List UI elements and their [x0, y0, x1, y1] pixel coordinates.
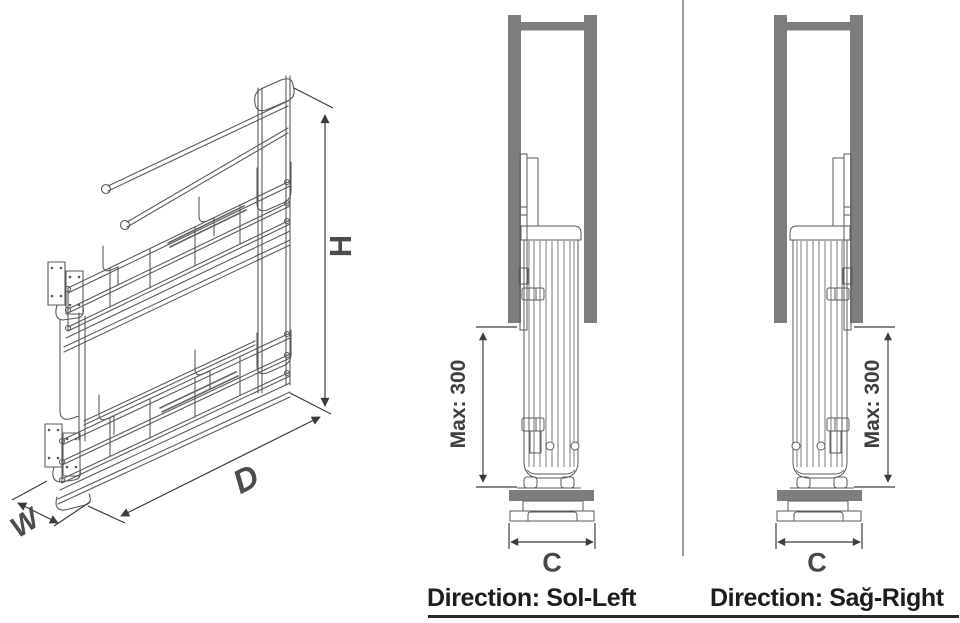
pullout-unit-wireframe — [44, 75, 295, 511]
iso-dimension-lines — [11, 87, 334, 527]
direction-underline — [428, 615, 959, 618]
depth-dim-label: D — [227, 457, 265, 501]
direction-label-right: Direction: Sağ-Right — [710, 584, 944, 612]
max-dim-label-left: Max: 300 — [447, 359, 470, 449]
max-dim-label-right: Max: 300 — [861, 359, 884, 449]
front-view-left — [476, 15, 597, 549]
front-views — [420, 0, 960, 560]
height-dim-label: H — [323, 235, 358, 257]
c-dim-label-left: C — [542, 547, 562, 578]
bracket-rivets — [47, 266, 81, 469]
direction-label-left: Direction: Sol-Left — [427, 584, 637, 612]
view-separator-line — [682, 0, 684, 556]
isometric-view: H D W — [5, 75, 358, 544]
c-dim-label-right: C — [807, 547, 827, 578]
width-dim-label: W — [5, 501, 48, 544]
front-view-right — [774, 15, 895, 549]
